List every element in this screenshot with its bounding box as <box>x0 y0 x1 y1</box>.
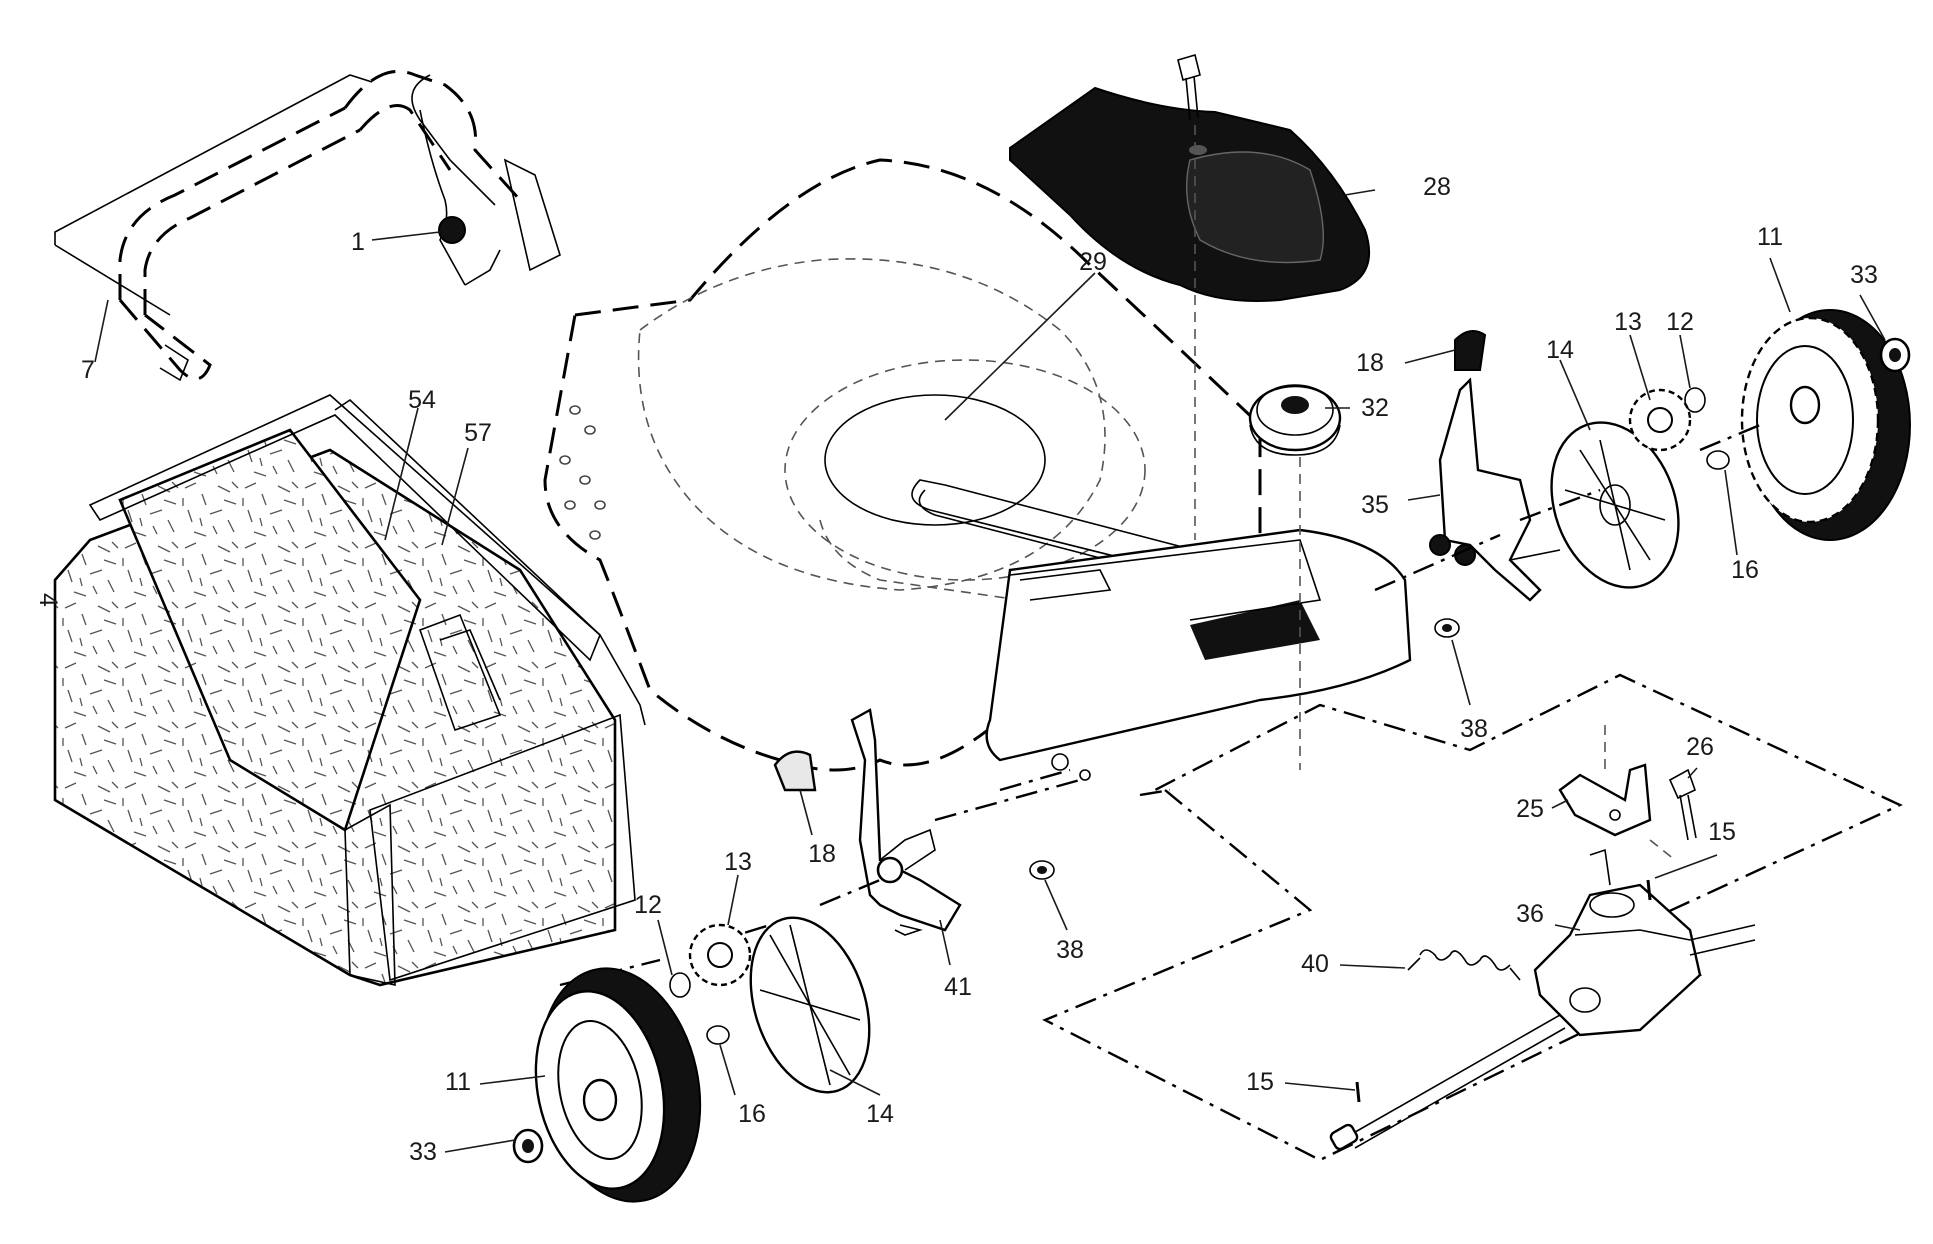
label-part-25: 25 <box>1516 795 1544 823</box>
handle-assembly <box>54 70 561 382</box>
label-part-11-left: 11 <box>445 1068 471 1096</box>
leader-lines <box>94 189 1886 1153</box>
transmission <box>1329 848 1756 1151</box>
label-part-28: 28 <box>1423 173 1451 201</box>
cover-bolt <box>1177 53 1301 770</box>
part-labels: 1 4 7 54 57 28 29 18 32 35 14 13 12 11 3… <box>34 173 1878 1166</box>
label-part-7: 7 <box>81 356 95 384</box>
label-part-40: 40 <box>1301 950 1329 978</box>
rear-drive-housing <box>985 528 1412 762</box>
label-part-18-right: 18 <box>1356 349 1384 377</box>
deck-cover <box>1009 86 1371 302</box>
label-part-14-left: 14 <box>866 1100 894 1128</box>
label-part-57: 57 <box>464 419 492 447</box>
left-height-adjuster <box>773 708 1091 936</box>
label-part-1: 1 <box>351 228 365 256</box>
right-bearing <box>1434 618 1460 638</box>
label-part-14-right: 14 <box>1546 336 1574 364</box>
label-part-13-right: 13 <box>1614 308 1642 336</box>
label-part-11-right: 11 <box>1757 223 1783 251</box>
label-part-54: 54 <box>408 386 436 414</box>
label-part-16-right: 16 <box>1731 556 1759 584</box>
right-wheel-parts <box>1374 309 1911 592</box>
transmission-bracket <box>1558 725 1697 861</box>
label-part-15-upper: 15 <box>1708 818 1736 846</box>
left-wheel-parts <box>512 878 881 1203</box>
right-height-adjuster <box>1429 330 1561 602</box>
left-bearing <box>1029 860 1055 880</box>
label-part-38-right: 38 <box>1460 715 1488 743</box>
label-part-15-lower: 15 <box>1246 1068 1274 1096</box>
grass-bag-assembly <box>53 394 646 987</box>
label-part-13-left: 13 <box>724 848 752 876</box>
label-part-33-right: 33 <box>1850 261 1878 289</box>
label-part-33-left: 33 <box>409 1138 437 1166</box>
label-part-4: 4 <box>34 593 62 607</box>
pulley <box>1248 384 1342 456</box>
label-part-26: 26 <box>1686 733 1714 761</box>
label-part-16-left: 16 <box>738 1100 766 1128</box>
label-part-35: 35 <box>1361 491 1389 519</box>
label-part-38-left: 38 <box>1056 936 1084 964</box>
label-part-36: 36 <box>1516 900 1544 928</box>
label-part-12-right: 12 <box>1666 308 1694 336</box>
label-part-12-left: 12 <box>634 891 662 919</box>
label-part-18-left: 18 <box>808 840 836 868</box>
transmission-group-outline <box>1042 673 1903 1162</box>
label-part-41: 41 <box>944 973 972 1001</box>
label-part-32: 32 <box>1361 394 1389 422</box>
label-part-29: 29 <box>1079 248 1107 276</box>
